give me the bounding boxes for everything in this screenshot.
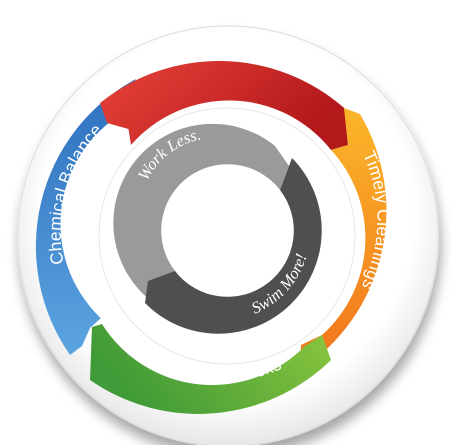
- segment-peace-of-mind: [100, 61, 348, 150]
- segment-work-less: [113, 123, 290, 300]
- segment-chemical-balance: [35, 79, 136, 355]
- outer-ring: [35, 61, 387, 414]
- inner-ring: [113, 123, 322, 334]
- segment-timely-cleanings: [300, 108, 387, 370]
- segment-swim-more: [145, 158, 322, 334]
- segment-equipment-checks: [90, 324, 331, 414]
- outer-disc-edge: [17, 25, 439, 445]
- center-hole: [175, 184, 279, 288]
